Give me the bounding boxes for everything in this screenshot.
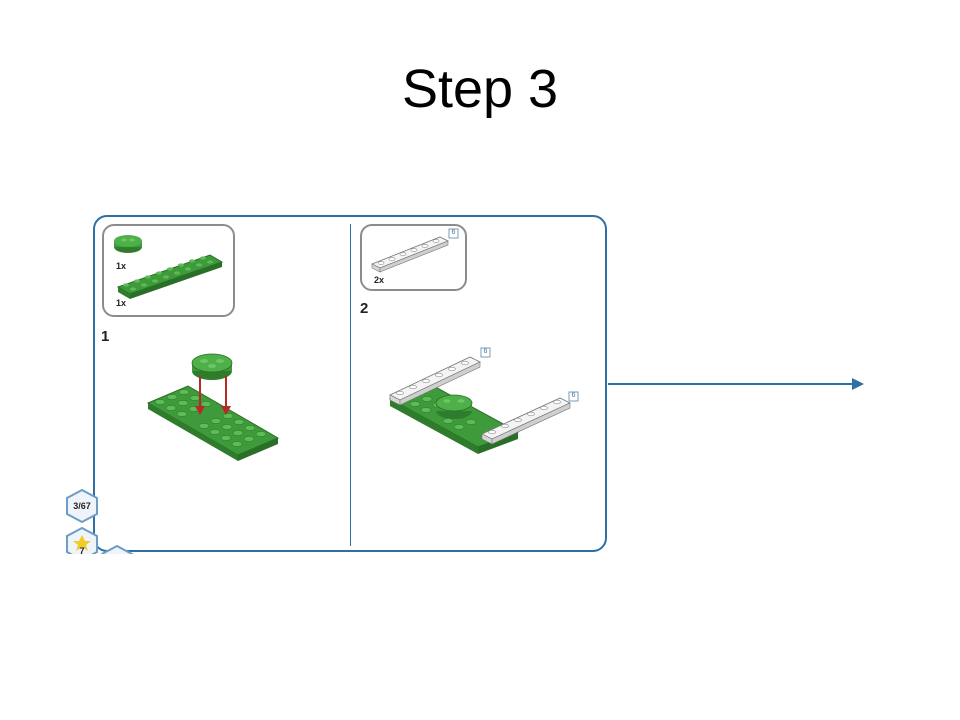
hexagon-icon [66,489,98,523]
part-badge-callout: 6 [451,229,456,236]
slide-title: Step 3 [401,59,559,119]
part-badge-upper: 6 [483,348,488,355]
part-quantity-long-plate: 1x [116,298,127,308]
part-quantity-white-plate: 2x [374,275,385,285]
page-indicator-text: 3/67 [73,501,91,511]
page-mask [60,554,150,594]
next-arrow-icon [852,378,864,390]
panel-divider [350,224,351,546]
page-indicator-hex[interactable]: 3/67 [65,489,99,523]
next-arrow-line [608,383,858,385]
counter-text: 7 [79,546,85,556]
step-number-2: 2 [360,300,369,317]
step-number-1: 1 [101,328,110,345]
part-badge-lower: 6 [571,392,576,399]
part-quantity-round-plate: 1x [116,261,127,271]
